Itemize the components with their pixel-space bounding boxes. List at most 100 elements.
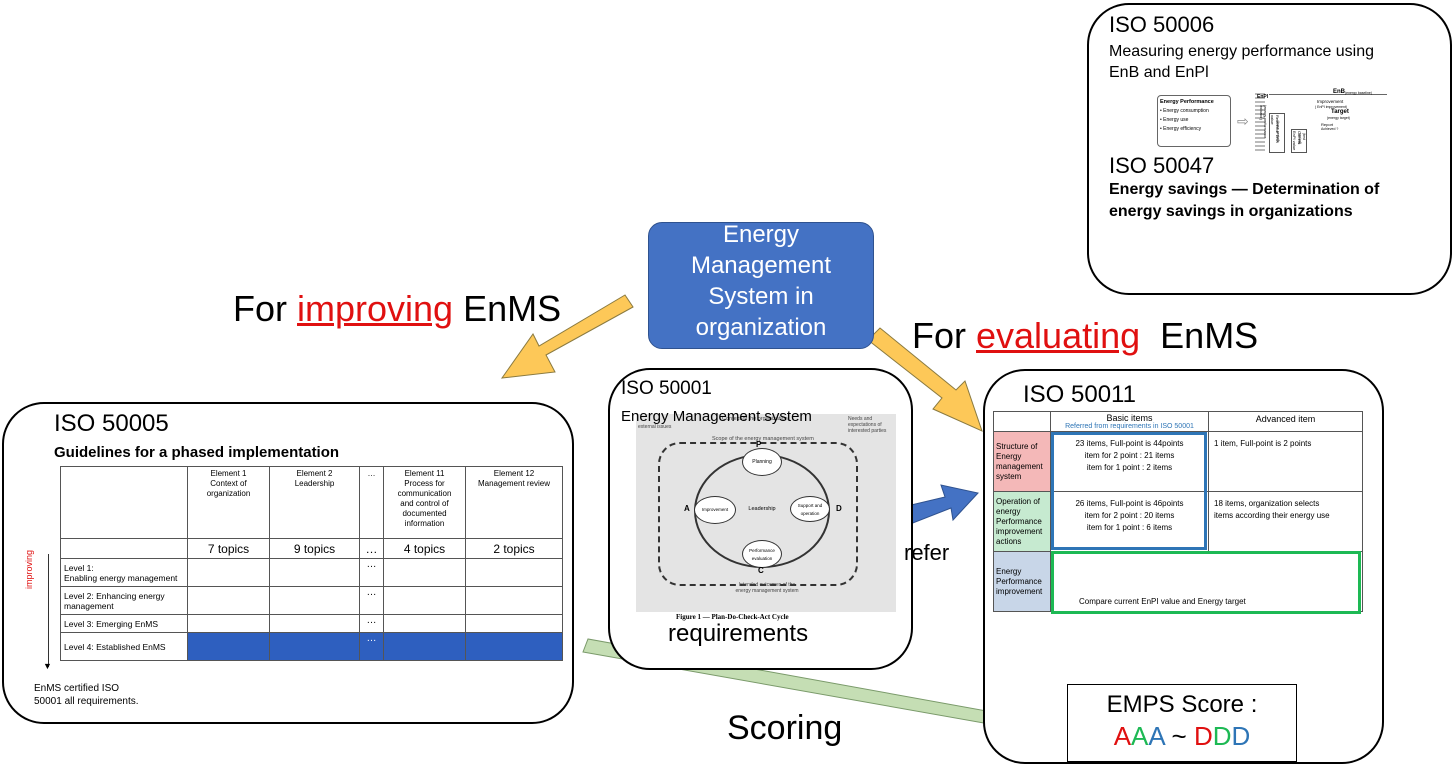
topics-label-cell bbox=[60, 538, 188, 559]
element-11-header: Element 11 Process for communication and… bbox=[383, 466, 466, 539]
performance-highlight-box bbox=[1051, 551, 1361, 614]
level-1-label: Level 1: Enabling energy management bbox=[60, 558, 188, 587]
improving-down-arrow bbox=[48, 554, 49, 667]
eval-corner bbox=[993, 411, 1051, 432]
level-3-dots: … bbox=[359, 614, 384, 633]
iso50006-desc-line1: Measuring energy performance using bbox=[1109, 43, 1375, 60]
element-1-topics: 7 topics bbox=[187, 538, 270, 559]
phased-implementation-table: Element 1 Context of organization Elemen… bbox=[60, 466, 563, 661]
for-improving-suffix: EnMS bbox=[453, 288, 562, 329]
mini-axis-label: EnPI bbox=[1257, 94, 1269, 100]
eval-row-performance: Energy Performance improvement Compare c… bbox=[993, 551, 1363, 612]
operation-basic: 26 items, Full-point is 46points item fo… bbox=[1050, 491, 1209, 552]
element-11-topics: 4 topics bbox=[383, 538, 466, 559]
level-4-fill-1 bbox=[187, 632, 270, 661]
enpi-mini-figure: Energy Performance • Energy consumption … bbox=[1157, 89, 1387, 153]
level-3-label: Level 3: Emerging EnMS bbox=[60, 614, 188, 633]
pdca-leadership-label: Leadership bbox=[748, 506, 776, 512]
emps-score-range: AAA ~ DDD bbox=[1068, 721, 1296, 752]
level-3-row: Level 3: Emerging EnMS … bbox=[60, 614, 563, 633]
advanced-item-header: Advanced item bbox=[1208, 411, 1363, 432]
mini-improvement-note: ( EnPI improvement) bbox=[1315, 105, 1348, 109]
mini-target-note: (energy target) bbox=[1327, 116, 1350, 120]
level-2-label: Level 2: Enhancing energy management bbox=[60, 586, 188, 615]
ellipsis-header: … bbox=[359, 466, 384, 539]
pdca-improvement-node: Improvement bbox=[694, 496, 736, 524]
node-line-3: System in bbox=[708, 283, 814, 310]
pdca-figure: Context of the organization external iss… bbox=[636, 414, 896, 612]
basic-items-title: Basic items bbox=[1106, 413, 1153, 423]
mini-bullet-3: • Energy efficiency bbox=[1160, 126, 1202, 132]
arrow-to-iso50005 bbox=[500, 294, 634, 379]
improving-side-label: improving bbox=[24, 549, 34, 589]
iso50047-desc-line1: Energy savings — Determination of bbox=[1109, 181, 1380, 198]
pdca-scope: Scope of the energy management system bbox=[712, 436, 814, 442]
mini-report: Report bbox=[1321, 122, 1334, 127]
pdca-planning-label: Planning bbox=[752, 459, 772, 465]
pdca-d: D bbox=[836, 504, 842, 513]
pdca-a: A bbox=[684, 504, 690, 513]
refer-label: refer bbox=[904, 540, 950, 565]
performance-label: Energy Performance improvement bbox=[993, 551, 1051, 612]
basic-items-note: Referred from requirements in ISO 50001 bbox=[1065, 423, 1194, 430]
mini-enb-note: (energy baseline) bbox=[1345, 91, 1373, 95]
level-4-fill-4 bbox=[465, 632, 563, 661]
pdca-support-node: Support and operation bbox=[790, 496, 830, 522]
iso50006-desc-line2: EnB and EnPl bbox=[1109, 64, 1209, 81]
iso50001-subtitle: Energy Management system bbox=[621, 408, 812, 425]
pdca-c: C bbox=[758, 566, 764, 575]
iso50011-title: ISO 50011 bbox=[1023, 381, 1136, 408]
score-aaa: AAA bbox=[1113, 721, 1165, 751]
eval-row-structure: Structure of Energy management system 23… bbox=[993, 431, 1363, 492]
corner-cell bbox=[60, 466, 188, 539]
iso50047-title: ISO 50047 bbox=[1109, 153, 1215, 178]
level-4-dots: … bbox=[359, 632, 384, 661]
operation-advanced: 18 items, organization selects items acc… bbox=[1208, 491, 1363, 552]
mini-axis-sub: (energy performance indicator) bbox=[1259, 105, 1267, 139]
pdca-left-note: external issues bbox=[638, 424, 672, 430]
score-ddd: DDD bbox=[1193, 721, 1251, 751]
level-4-fill-2 bbox=[269, 632, 360, 661]
pdca-p: P bbox=[756, 440, 762, 449]
evaluating-highlight: evaluating bbox=[976, 315, 1141, 356]
improving-highlight: improving bbox=[297, 288, 454, 329]
energy-management-system-node: Energy Management System in organization bbox=[648, 221, 874, 349]
element-1-header: Element 1 Context of organization bbox=[187, 466, 270, 539]
pdca-leadership-node: Leadership bbox=[744, 498, 780, 520]
mini-arrow-icon: ⇨ bbox=[1237, 113, 1249, 129]
footnote-line-2: 50001 all requirements. bbox=[34, 696, 139, 707]
pdca-caption: Figure 1 — Plan-Do-Check-Act Cycle bbox=[676, 613, 789, 621]
operation-label: Operation of energy Performance improvem… bbox=[993, 491, 1051, 552]
iso50001-panel: ISO 50001 Energy Management system Conte… bbox=[608, 368, 913, 670]
iso50001-title: ISO 50001 bbox=[621, 378, 712, 399]
mini-ref-sub: (base period) bbox=[1276, 121, 1280, 142]
emps-score-title: EMPS Score : bbox=[1106, 691, 1258, 718]
iso50006-title: ISO 50006 bbox=[1109, 12, 1215, 37]
element-2-topics: 9 topics bbox=[269, 538, 360, 559]
iso50005-panel: ISO 50005 Guidelines for a phased implem… bbox=[2, 402, 574, 724]
iso50011-panel: ISO 50011 Basic items Referred from requ… bbox=[983, 369, 1384, 764]
for-improving-prefix: For bbox=[233, 288, 298, 329]
level-1-dots: … bbox=[359, 558, 384, 587]
level-4-fill-3 bbox=[383, 632, 466, 661]
pdca-performance-node: Performance evaluation bbox=[742, 540, 782, 568]
for-evaluating-label: For evaluating EnMS bbox=[912, 315, 1258, 357]
for-evaluating-prefix: For bbox=[912, 315, 977, 356]
iso50005-subtitle: Guidelines for a phased implementation bbox=[54, 444, 340, 461]
mini-bullet-1: • Energy consumption bbox=[1160, 108, 1209, 114]
iso50047-desc-line2: energy savings in organizations bbox=[1109, 203, 1353, 220]
mini-enb-label: EnB bbox=[1333, 89, 1345, 95]
mini-cur-sub: (test period) bbox=[1298, 133, 1306, 144]
pdca-support-label: Support and operation bbox=[797, 503, 823, 516]
pdca-improvement-label: Improvement bbox=[701, 507, 729, 512]
structure-advanced: 1 item, Full-point is 2 points bbox=[1208, 431, 1363, 492]
mini-target: Target bbox=[1331, 109, 1349, 115]
element-12-topics: 2 topics bbox=[465, 538, 563, 559]
mini-panel-title: Energy Performance bbox=[1160, 99, 1214, 105]
performance-compare: Compare current EnPI value and Energy ta… bbox=[1050, 551, 1363, 612]
level-1-row: Level 1: Enabling energy management … bbox=[60, 558, 563, 587]
eval-row-operation: Operation of energy Performance improvem… bbox=[993, 491, 1363, 552]
level-4-label: Level 4: Established EnMS bbox=[60, 632, 188, 661]
scoring-label: Scoring bbox=[727, 709, 843, 747]
node-line-4: organization bbox=[695, 314, 827, 341]
